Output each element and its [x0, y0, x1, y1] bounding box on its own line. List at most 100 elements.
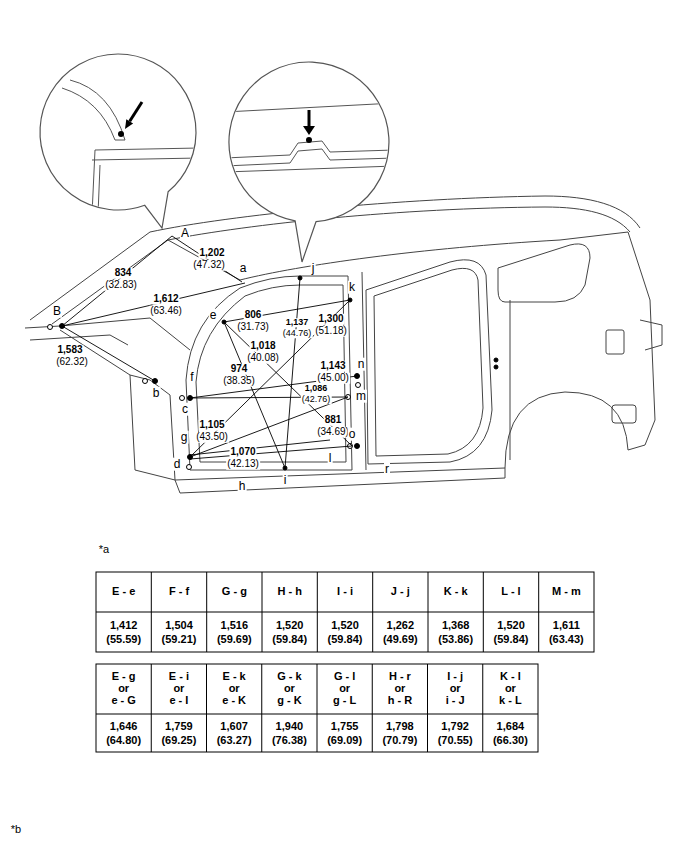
table-value: 1,940: [276, 721, 304, 733]
table-value: 1,504: [165, 620, 193, 632]
dimension-line: [62, 236, 357, 468]
table-header: h - R: [388, 695, 412, 707]
dimension-value: 1,143: [319, 361, 346, 372]
table-header: e - K: [222, 695, 246, 707]
table-grid: [262, 572, 263, 652]
point-letter: n: [357, 358, 366, 371]
table-header: k - L: [499, 695, 522, 707]
dimension-value: (44.76): [282, 329, 313, 338]
detail-callout: [225, 62, 395, 262]
table-header: E - k: [223, 671, 246, 683]
table-header: I - j: [447, 671, 463, 683]
point-letter: o: [348, 428, 357, 441]
point-letter: i: [283, 474, 288, 487]
table-header: K - l: [500, 671, 521, 683]
measuring-point: [48, 276, 499, 470]
point-letter: l: [328, 452, 333, 465]
point-letter: d: [173, 458, 182, 471]
table-value: (49.69): [383, 634, 418, 646]
detail-callout: [92, 158, 200, 160]
table-grid: [96, 612, 594, 613]
detail-callout: [225, 166, 395, 172]
dimension-value: (42.76): [301, 395, 332, 404]
table-header: G - g: [222, 586, 247, 598]
detail-callout: [225, 149, 395, 166]
dimension-value: (40.08): [246, 353, 280, 364]
detail-callout: [95, 148, 200, 150]
table-grid: [96, 572, 594, 652]
point-letter: B: [52, 305, 62, 318]
car-body: [505, 392, 628, 468]
detail-callout: [125, 119, 133, 129]
table-header: I - i: [337, 586, 353, 598]
table-value: 1,755: [331, 721, 359, 733]
measuring-point: [494, 365, 498, 369]
point-letter: k: [348, 281, 356, 294]
dimension-value: (38.35): [222, 376, 256, 387]
car-body: [150, 196, 640, 232]
table-header: G - l: [334, 671, 355, 683]
car-body: [175, 480, 180, 493]
point-letter: m: [355, 390, 367, 403]
dimension-line: [190, 440, 330, 455]
detail-callout: [118, 131, 124, 137]
table-header: K - k: [444, 586, 468, 598]
table-header: G - k: [277, 671, 301, 683]
table-value: (59.69): [217, 634, 252, 646]
dimension-value: 1,070: [229, 447, 256, 458]
dimension-value: (32.83): [104, 280, 138, 291]
detail-callout: [229, 62, 389, 262]
car-body: [25, 318, 150, 328]
car-body: [168, 207, 630, 240]
point-letter: c: [181, 403, 189, 416]
table-value: 1,516: [221, 620, 249, 632]
point-letter: r: [384, 463, 390, 476]
table-header: or: [505, 683, 516, 695]
table-header: J - j: [391, 586, 410, 598]
measuring-point: [356, 383, 361, 388]
table-grid: [261, 664, 262, 752]
table-value: 1,684: [497, 721, 525, 733]
measuring-point: [180, 396, 185, 401]
dimension-value: (43.50): [195, 432, 229, 443]
dimension-value: (34.69): [316, 427, 350, 438]
table-value: 1,798: [386, 721, 414, 733]
dimension-value: 1,086: [304, 384, 329, 393]
table-header: or: [284, 683, 295, 695]
table-grid: [151, 572, 152, 652]
point-letter: j: [311, 262, 316, 275]
car-body: [240, 240, 560, 280]
detail-callout: [98, 165, 100, 215]
detail-callout: [303, 126, 315, 135]
table-header: H - r: [389, 671, 411, 683]
detail-callout: [40, 54, 196, 228]
car-body: [374, 268, 483, 456]
dimension-value: (47.32): [192, 260, 226, 271]
table-grid: [317, 664, 318, 752]
car-body: [640, 320, 662, 350]
table-header: or: [339, 683, 350, 695]
measuring-point: [143, 379, 148, 384]
point-letter: e: [209, 309, 218, 322]
table-header: or: [173, 683, 184, 695]
table-header: E - i: [169, 671, 189, 683]
detail-callout: [92, 150, 95, 215]
table-header: or: [229, 683, 240, 695]
table-header: e - I: [169, 695, 188, 707]
dimension-value: 1,583: [56, 345, 83, 356]
detail-callout: [40, 54, 200, 228]
car-body: [612, 405, 636, 423]
car-body: [362, 272, 366, 470]
table-header: H - h: [277, 586, 301, 598]
table-value: (59.21): [162, 634, 197, 646]
dimension-value: 806: [244, 310, 263, 321]
dimension-value: 1,018: [249, 341, 276, 352]
dimension-value: 1,137: [285, 318, 310, 327]
table-header: E - e: [112, 586, 135, 598]
detail-callout: [115, 140, 125, 141]
table-header: or: [450, 683, 461, 695]
point-letter: g: [180, 431, 189, 444]
dimension-value: (31.73): [236, 322, 270, 333]
detail-callout: [308, 110, 311, 127]
table-value: 1,792: [441, 721, 469, 733]
